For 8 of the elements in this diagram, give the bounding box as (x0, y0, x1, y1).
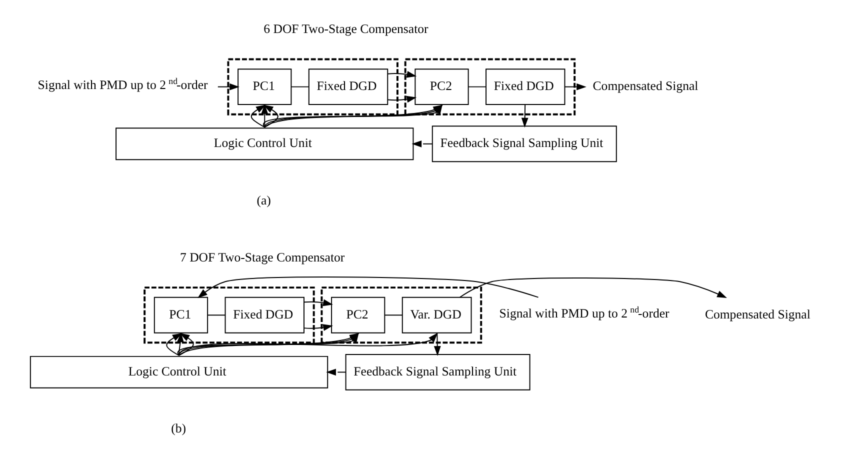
node-text: Signal with PMD up to 2$^{nd}$-order (38, 76, 208, 92)
label: (b) (171, 422, 186, 436)
node-text: Compensated Signal (592, 79, 698, 94)
label: 7 DOF Two-Stage Compensator (180, 250, 345, 264)
node-text: Compensated Signal (704, 307, 810, 322)
node-text: Signal with PMD up to 2$^{nd}$-order (499, 304, 670, 320)
label: 6 DOF Two-Stage Compensator (264, 22, 428, 36)
label: (a) (256, 193, 271, 208)
